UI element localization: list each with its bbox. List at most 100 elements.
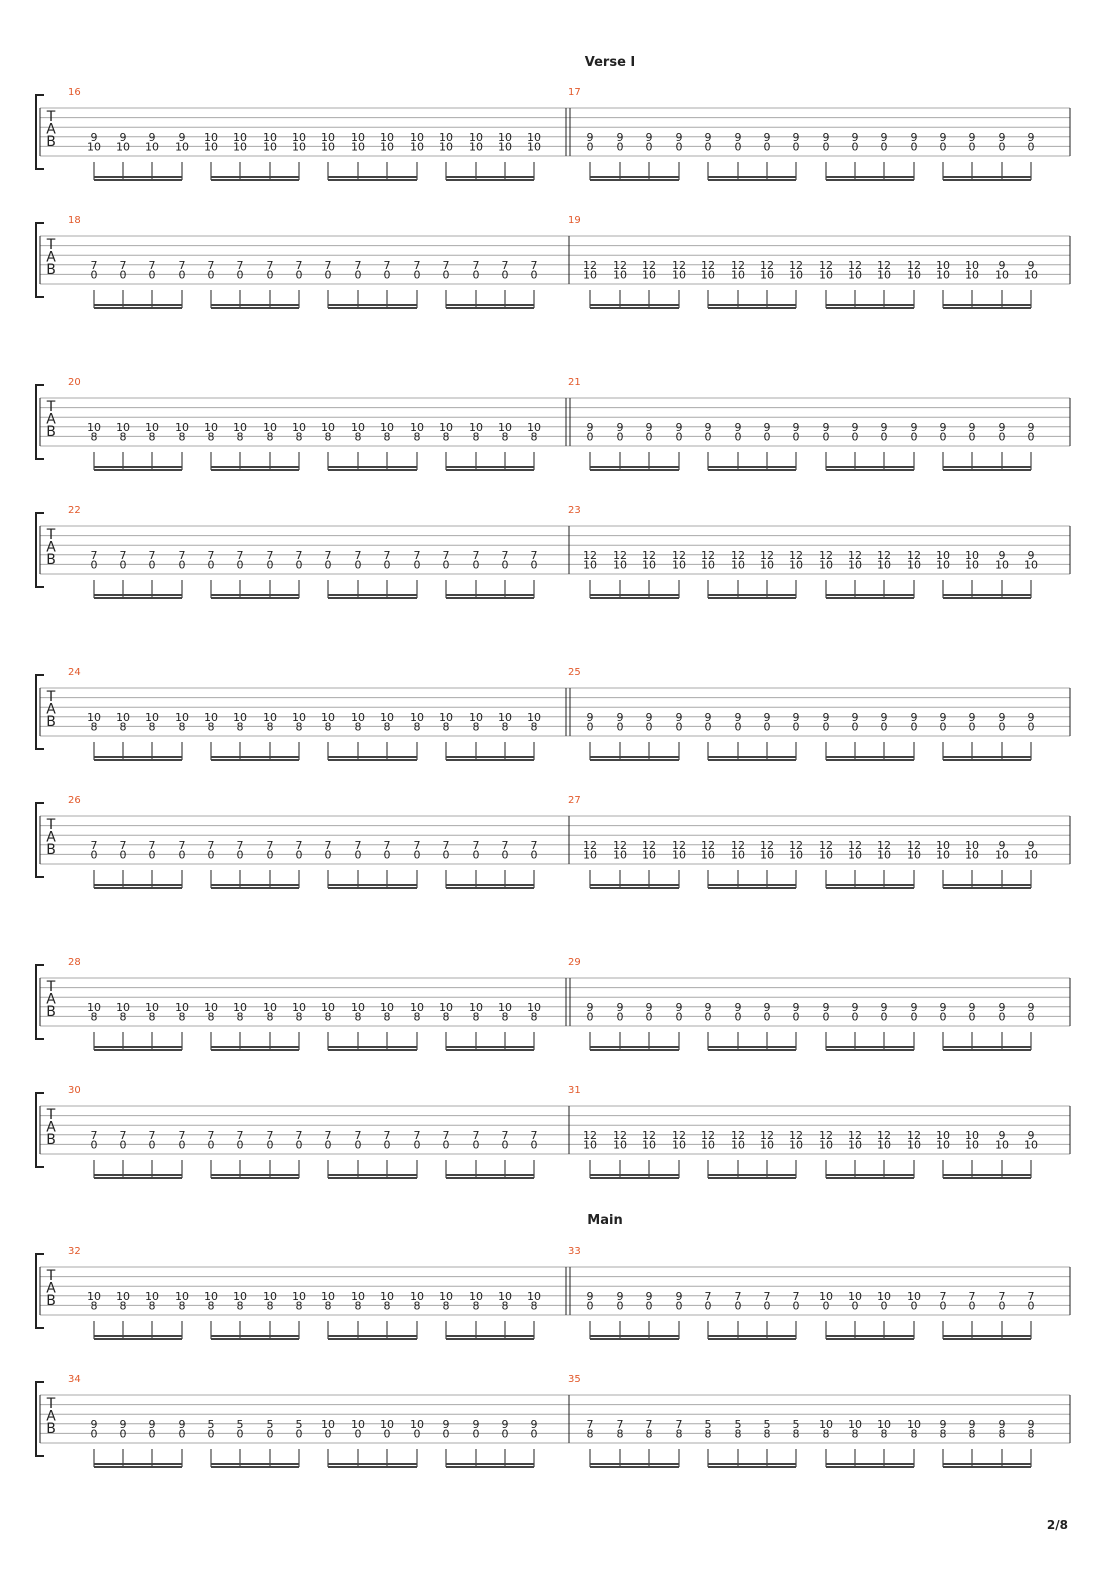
fret-number: 10 [965, 1129, 979, 1142]
fret-number: 0 [735, 140, 742, 153]
fret-number: 9 [940, 1001, 947, 1014]
fret-number: 0 [587, 720, 594, 733]
fret-number: 8 [414, 1010, 421, 1023]
fret-number: 7 [208, 549, 215, 562]
fret-number: 10 [469, 131, 483, 144]
fret-number: 9 [881, 421, 888, 434]
fret-number: 0 [999, 1010, 1006, 1023]
fret-number: 0 [705, 1010, 712, 1023]
fret-number: 7 [999, 1290, 1006, 1303]
fret-number: 10 [995, 268, 1009, 281]
fret-number: 8 [120, 430, 127, 443]
fret-number: 0 [91, 268, 98, 281]
fret-number: 0 [676, 1010, 683, 1023]
tab-clef-letter: A [46, 1120, 56, 1136]
fret-number: 7 [531, 259, 538, 272]
tab-clef-letter: A [46, 122, 56, 138]
fret-number: 10 [936, 259, 950, 272]
tab-clef-letter: T [46, 109, 56, 125]
fret-number: 10 [672, 1138, 686, 1151]
fret-number: 9 [793, 711, 800, 724]
fret-number: 0 [325, 268, 332, 281]
fret-number: 12 [907, 259, 921, 272]
fret-number: 0 [267, 268, 274, 281]
measure-number: 34 [68, 1374, 81, 1385]
fret-number: 0 [1028, 1299, 1035, 1312]
fret-number: 10 [672, 268, 686, 281]
fret-number: 0 [208, 1138, 215, 1151]
tab-clef-letter: T [46, 399, 56, 415]
tab-clef-letter: T [46, 1396, 56, 1412]
fret-number: 0 [502, 268, 509, 281]
fret-number: 0 [764, 1299, 771, 1312]
fret-number: 7 [208, 259, 215, 272]
fret-number: 10 [204, 131, 218, 144]
fret-number: 10 [263, 140, 277, 153]
fret-number: 8 [823, 1427, 830, 1440]
tab-clef-letter: A [46, 1281, 56, 1297]
fret-number: 9 [969, 421, 976, 434]
fret-number: 8 [676, 1427, 683, 1440]
fret-number: 0 [384, 1138, 391, 1151]
fret-number: 10 [1024, 558, 1038, 571]
fret-number: 7 [120, 1129, 127, 1142]
fret-number: 7 [764, 1290, 771, 1303]
fret-number: 0 [852, 140, 859, 153]
fret-number: 0 [646, 140, 653, 153]
fret-number: 0 [999, 1299, 1006, 1312]
fret-number: 0 [823, 1299, 830, 1312]
fret-number: 10 [410, 131, 424, 144]
fret-number: 0 [355, 558, 362, 571]
fret-number: 9 [881, 711, 888, 724]
system-bracket-bottom [35, 1381, 44, 1457]
fret-number: 10 [263, 131, 277, 144]
fret-number: 0 [208, 268, 215, 281]
fret-number: 7 [502, 259, 509, 272]
fret-number: 10 [672, 848, 686, 861]
fret-number: 5 [237, 1418, 244, 1431]
fret-number: 7 [676, 1418, 683, 1431]
fret-number: 9 [502, 1418, 509, 1431]
fret-number: 0 [676, 140, 683, 153]
fret-number: 9 [617, 131, 624, 144]
fret-number: 0 [587, 1299, 594, 1312]
fret-number: 12 [672, 839, 686, 852]
fret-number: 9 [705, 131, 712, 144]
fret-number: 8 [735, 1427, 742, 1440]
fret-number: 7 [325, 549, 332, 562]
fret-number: 12 [701, 549, 715, 562]
fret-number: 10 [498, 711, 512, 724]
fret-number: 8 [852, 1427, 859, 1440]
fret-number: 10 [789, 1138, 803, 1151]
fret-number: 8 [267, 1010, 274, 1023]
fret-number: 0 [325, 1427, 332, 1440]
fret-number: 10 [233, 131, 247, 144]
fret-number: 9 [1028, 1001, 1035, 1014]
fret-number: 10 [789, 268, 803, 281]
fret-number: 0 [443, 1138, 450, 1151]
fret-number: 7 [237, 259, 244, 272]
fret-number: 9 [705, 711, 712, 724]
fret-number: 7 [91, 839, 98, 852]
fret-number: 10 [848, 1418, 862, 1431]
fret-number: 7 [237, 549, 244, 562]
fret-number: 7 [473, 549, 480, 562]
fret-number: 8 [325, 1010, 332, 1023]
fret-number: 0 [1028, 720, 1035, 733]
fret-number: 0 [502, 558, 509, 571]
fret-number: 10 [292, 1290, 306, 1303]
fret-number: 10 [233, 421, 247, 434]
fret-number: 12 [789, 1129, 803, 1142]
fret-number: 10 [204, 711, 218, 724]
fret-number: 10 [583, 1138, 597, 1151]
fret-number: 0 [999, 140, 1006, 153]
fret-number: 10 [351, 1001, 365, 1014]
fret-number: 7 [355, 259, 362, 272]
fret-number: 0 [502, 1427, 509, 1440]
fret-number: 9 [823, 131, 830, 144]
fret-number: 10 [321, 131, 335, 144]
fret-number: 12 [760, 549, 774, 562]
fret-number: 10 [819, 558, 833, 571]
fret-number: 8 [267, 720, 274, 733]
fret-number: 8 [531, 430, 538, 443]
